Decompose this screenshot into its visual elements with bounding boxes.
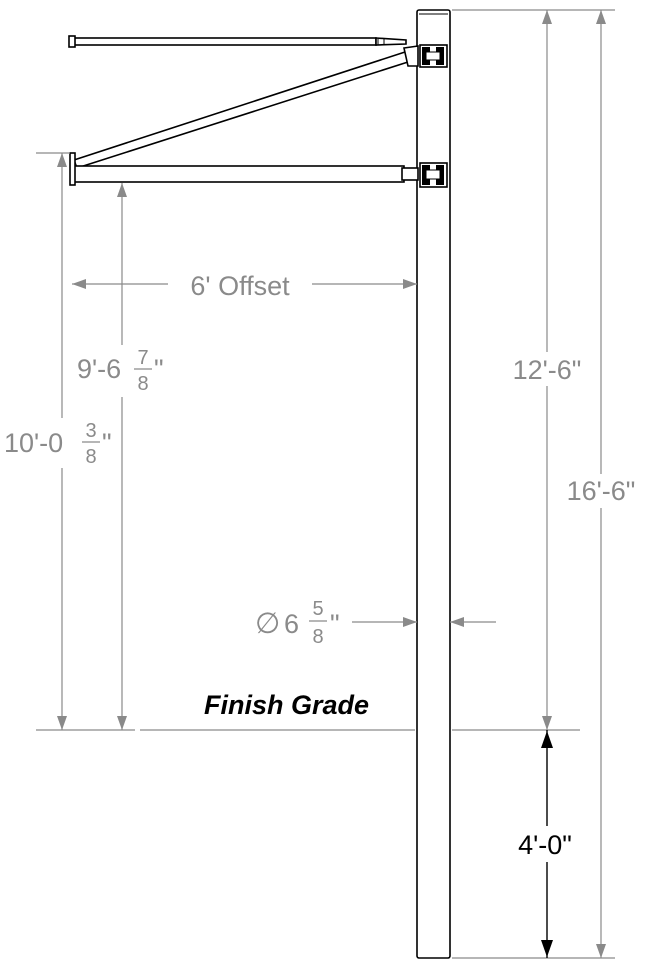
upper-arm-height-denominator: 8 (85, 446, 96, 468)
pole-above-grade-dimension: 12'-6" (500, 10, 594, 730)
upper-arm-height-unit: " (102, 428, 112, 458)
pole-diameter-dimension: ∅ 6 5 8 " (255, 598, 496, 648)
upper-arm-height-numerator: 3 (85, 420, 96, 442)
pole-diameter-symbol: ∅ (255, 608, 280, 640)
pole-diameter-numerator: 5 (312, 598, 323, 620)
pole-above-grade-label: 12'-6" (513, 355, 582, 385)
finish-grade-label: Finish Grade (204, 690, 369, 720)
upper-arm-height-whole: 10'-0 (4, 428, 63, 458)
diagonal-brace (72, 45, 419, 169)
svg-text:10'-0: 10'-0 (4, 428, 63, 458)
embedment-dimension: 4'-0" (506, 730, 590, 958)
pole-diameter-denominator: 8 (312, 626, 323, 648)
lower-arm (69, 152, 419, 186)
lower-arm-height-numerator: 7 (137, 347, 148, 369)
lower-arm-height-whole: 9'-6 (77, 354, 121, 384)
upper-clamp-bracket (419, 44, 448, 68)
lower-arm-height-denominator: 8 (137, 373, 148, 395)
pole-diameter-whole: 6 (284, 609, 299, 639)
structure (68, 9, 451, 959)
lower-clamp-bracket (419, 162, 448, 188)
pole (416, 9, 451, 959)
pole-diameter-unit: " (330, 609, 340, 639)
upper-arm-height-dimension: 10'-0 3 8 " (0, 153, 114, 730)
pole-total-dimension: 16'-6" (556, 10, 646, 958)
pole-total-label: 16'-6" (567, 476, 636, 506)
lower-arm-height-dimension: 9'-6 7 8 " (72, 183, 172, 730)
svg-text:9'-6: 9'-6 (77, 354, 121, 384)
upper-arm (68, 35, 407, 48)
lower-arm-height-unit: " (154, 354, 164, 384)
embedment-label: 4'-0" (518, 830, 572, 860)
offset-dimension: 6' Offset (72, 271, 417, 301)
offset-label: 6' Offset (190, 271, 290, 301)
